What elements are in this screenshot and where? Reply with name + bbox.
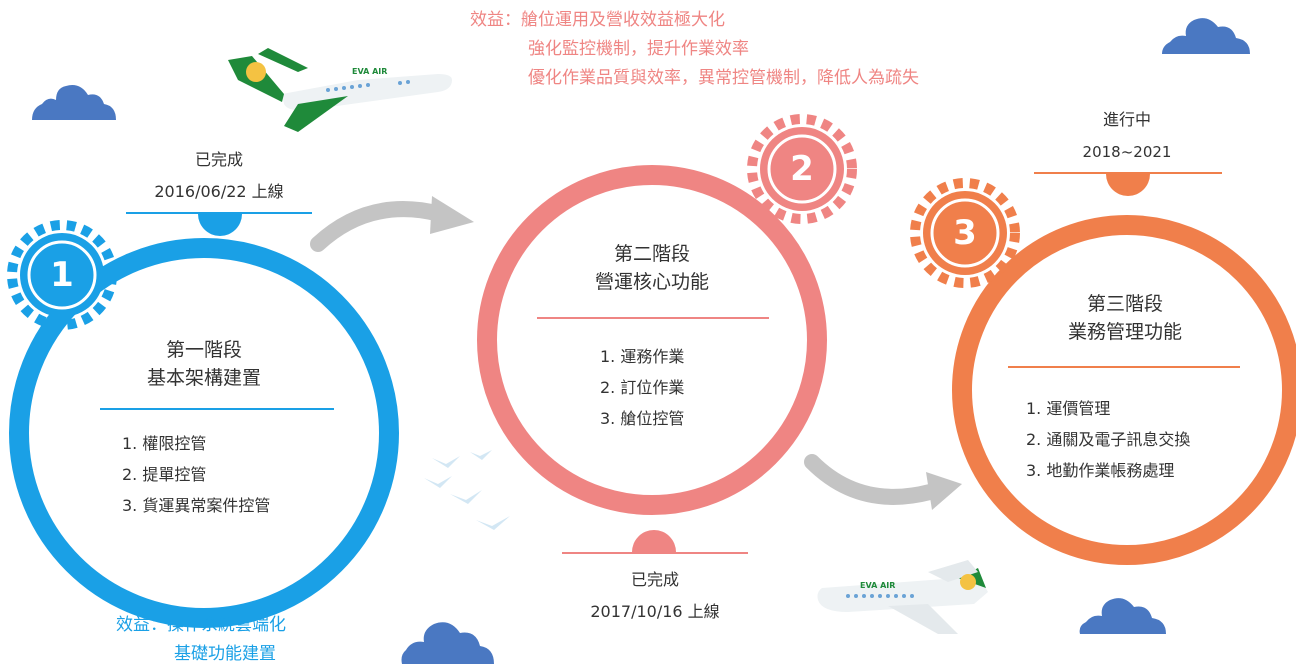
phase-item: 3. 地勤作業帳務處理: [1026, 461, 1175, 480]
phase-item: 3. 貨運異常案件控管: [122, 496, 271, 515]
phase-item: 1. 運務作業: [600, 347, 685, 366]
cloud-icon: [1162, 18, 1250, 54]
phase-2-gear-badge: [747, 114, 857, 224]
svg-text:EVA AIR: EVA AIR: [352, 67, 387, 76]
phase-title-line: 基本架構建置: [146, 367, 261, 389]
phase-1-ring: [9, 238, 399, 628]
airplane-icon: EVA AIR: [817, 560, 988, 634]
phase-3-title: 第三階段 業務管理功能: [1025, 290, 1225, 346]
birds-decoration: [424, 450, 510, 530]
phase-title-line: 第三階段: [1086, 293, 1163, 315]
benefit-line: 操作系統雲端化: [167, 615, 286, 635]
phase-item: 2. 訂位作業: [600, 378, 685, 397]
phase-2-status: 已完成 2017/10/16 上線: [556, 566, 754, 626]
phase-2-number: 2: [790, 149, 814, 189]
phase-2-title: 第二階段 營運核心功能: [552, 240, 752, 296]
phase-3-ring: [952, 215, 1296, 565]
status-date: 2017/10/16 上線: [590, 602, 720, 621]
phase-title-line: 第一階段: [165, 339, 242, 361]
arrow-2-to-3: [804, 454, 938, 505]
benefit-label: 效益：: [116, 615, 167, 635]
cloud-icon: [1079, 598, 1166, 634]
phase-3-connector-dot: [1106, 174, 1150, 196]
benefit-line: 艙位運用及營收效益極大化: [521, 10, 725, 30]
phase-2-ring: [477, 165, 827, 515]
phase-title-line: 營運核心功能: [594, 271, 709, 293]
benefit-line: 優化作業品質與效率，異常控管機制，降低人為疏失: [528, 68, 919, 88]
benefit-line: 基礎功能建置: [174, 644, 276, 664]
phase-3-items: 1. 運價管理 2. 通關及電子訊息交換 3. 地勤作業帳務處理: [1026, 393, 1190, 486]
phase-2-items: 1. 運務作業 2. 訂位作業 3. 艙位控管: [600, 341, 684, 434]
phase-item: 1. 運價管理: [1026, 399, 1111, 418]
phase-1-title: 第一階段 基本架構建置: [104, 336, 304, 392]
status-label: 進行中: [1102, 110, 1151, 129]
status-label: 已完成: [194, 150, 243, 169]
airplane-icon: EVA AIR: [228, 48, 452, 132]
phase-title-line: 業務管理功能: [1067, 321, 1182, 343]
phase-item: 2. 提單控管: [122, 465, 207, 484]
cloud-icon: [401, 622, 494, 664]
phase-item: 3. 艙位控管: [600, 409, 685, 428]
phase-1-items: 1. 權限控管 2. 提單控管 3. 貨運異常案件控管: [122, 428, 270, 521]
benefit-label: 效益：: [470, 10, 521, 30]
benefit-line: 強化監控機制，提升作業效率: [528, 39, 749, 59]
phase-1-connector-dot: [198, 214, 242, 236]
phase-title-line: 第二階段: [613, 243, 690, 265]
benefit-bottom: 效益：操作系統雲端化 基礎功能建置: [116, 611, 286, 669]
status-label: 已完成: [630, 570, 679, 589]
phase-3-status: 進行中 2018~2021: [1028, 106, 1226, 166]
benefit-top: 效益：艙位運用及營收效益極大化 強化監控機制，提升作業效率 優化作業品質與效率，…: [470, 6, 919, 93]
status-date: 2016/06/22 上線: [154, 182, 284, 201]
svg-text:EVA AIR: EVA AIR: [860, 581, 895, 590]
cloud-icon: [32, 85, 116, 120]
phase-1-number: 1: [50, 255, 74, 295]
phase-item: 2. 通關及電子訊息交換: [1026, 430, 1191, 449]
phase-3-number: 3: [953, 213, 977, 253]
status-date: 2018~2021: [1082, 143, 1172, 161]
phase-item: 1. 權限控管: [122, 434, 207, 453]
phase-1-status: 已完成 2016/06/22 上線: [120, 146, 318, 206]
phase-1-gear-badge: [7, 220, 117, 330]
arrow-1-to-2: [310, 201, 448, 252]
phase-2-connector-dot: [632, 530, 676, 552]
phase-3-gear-badge: [910, 178, 1020, 288]
